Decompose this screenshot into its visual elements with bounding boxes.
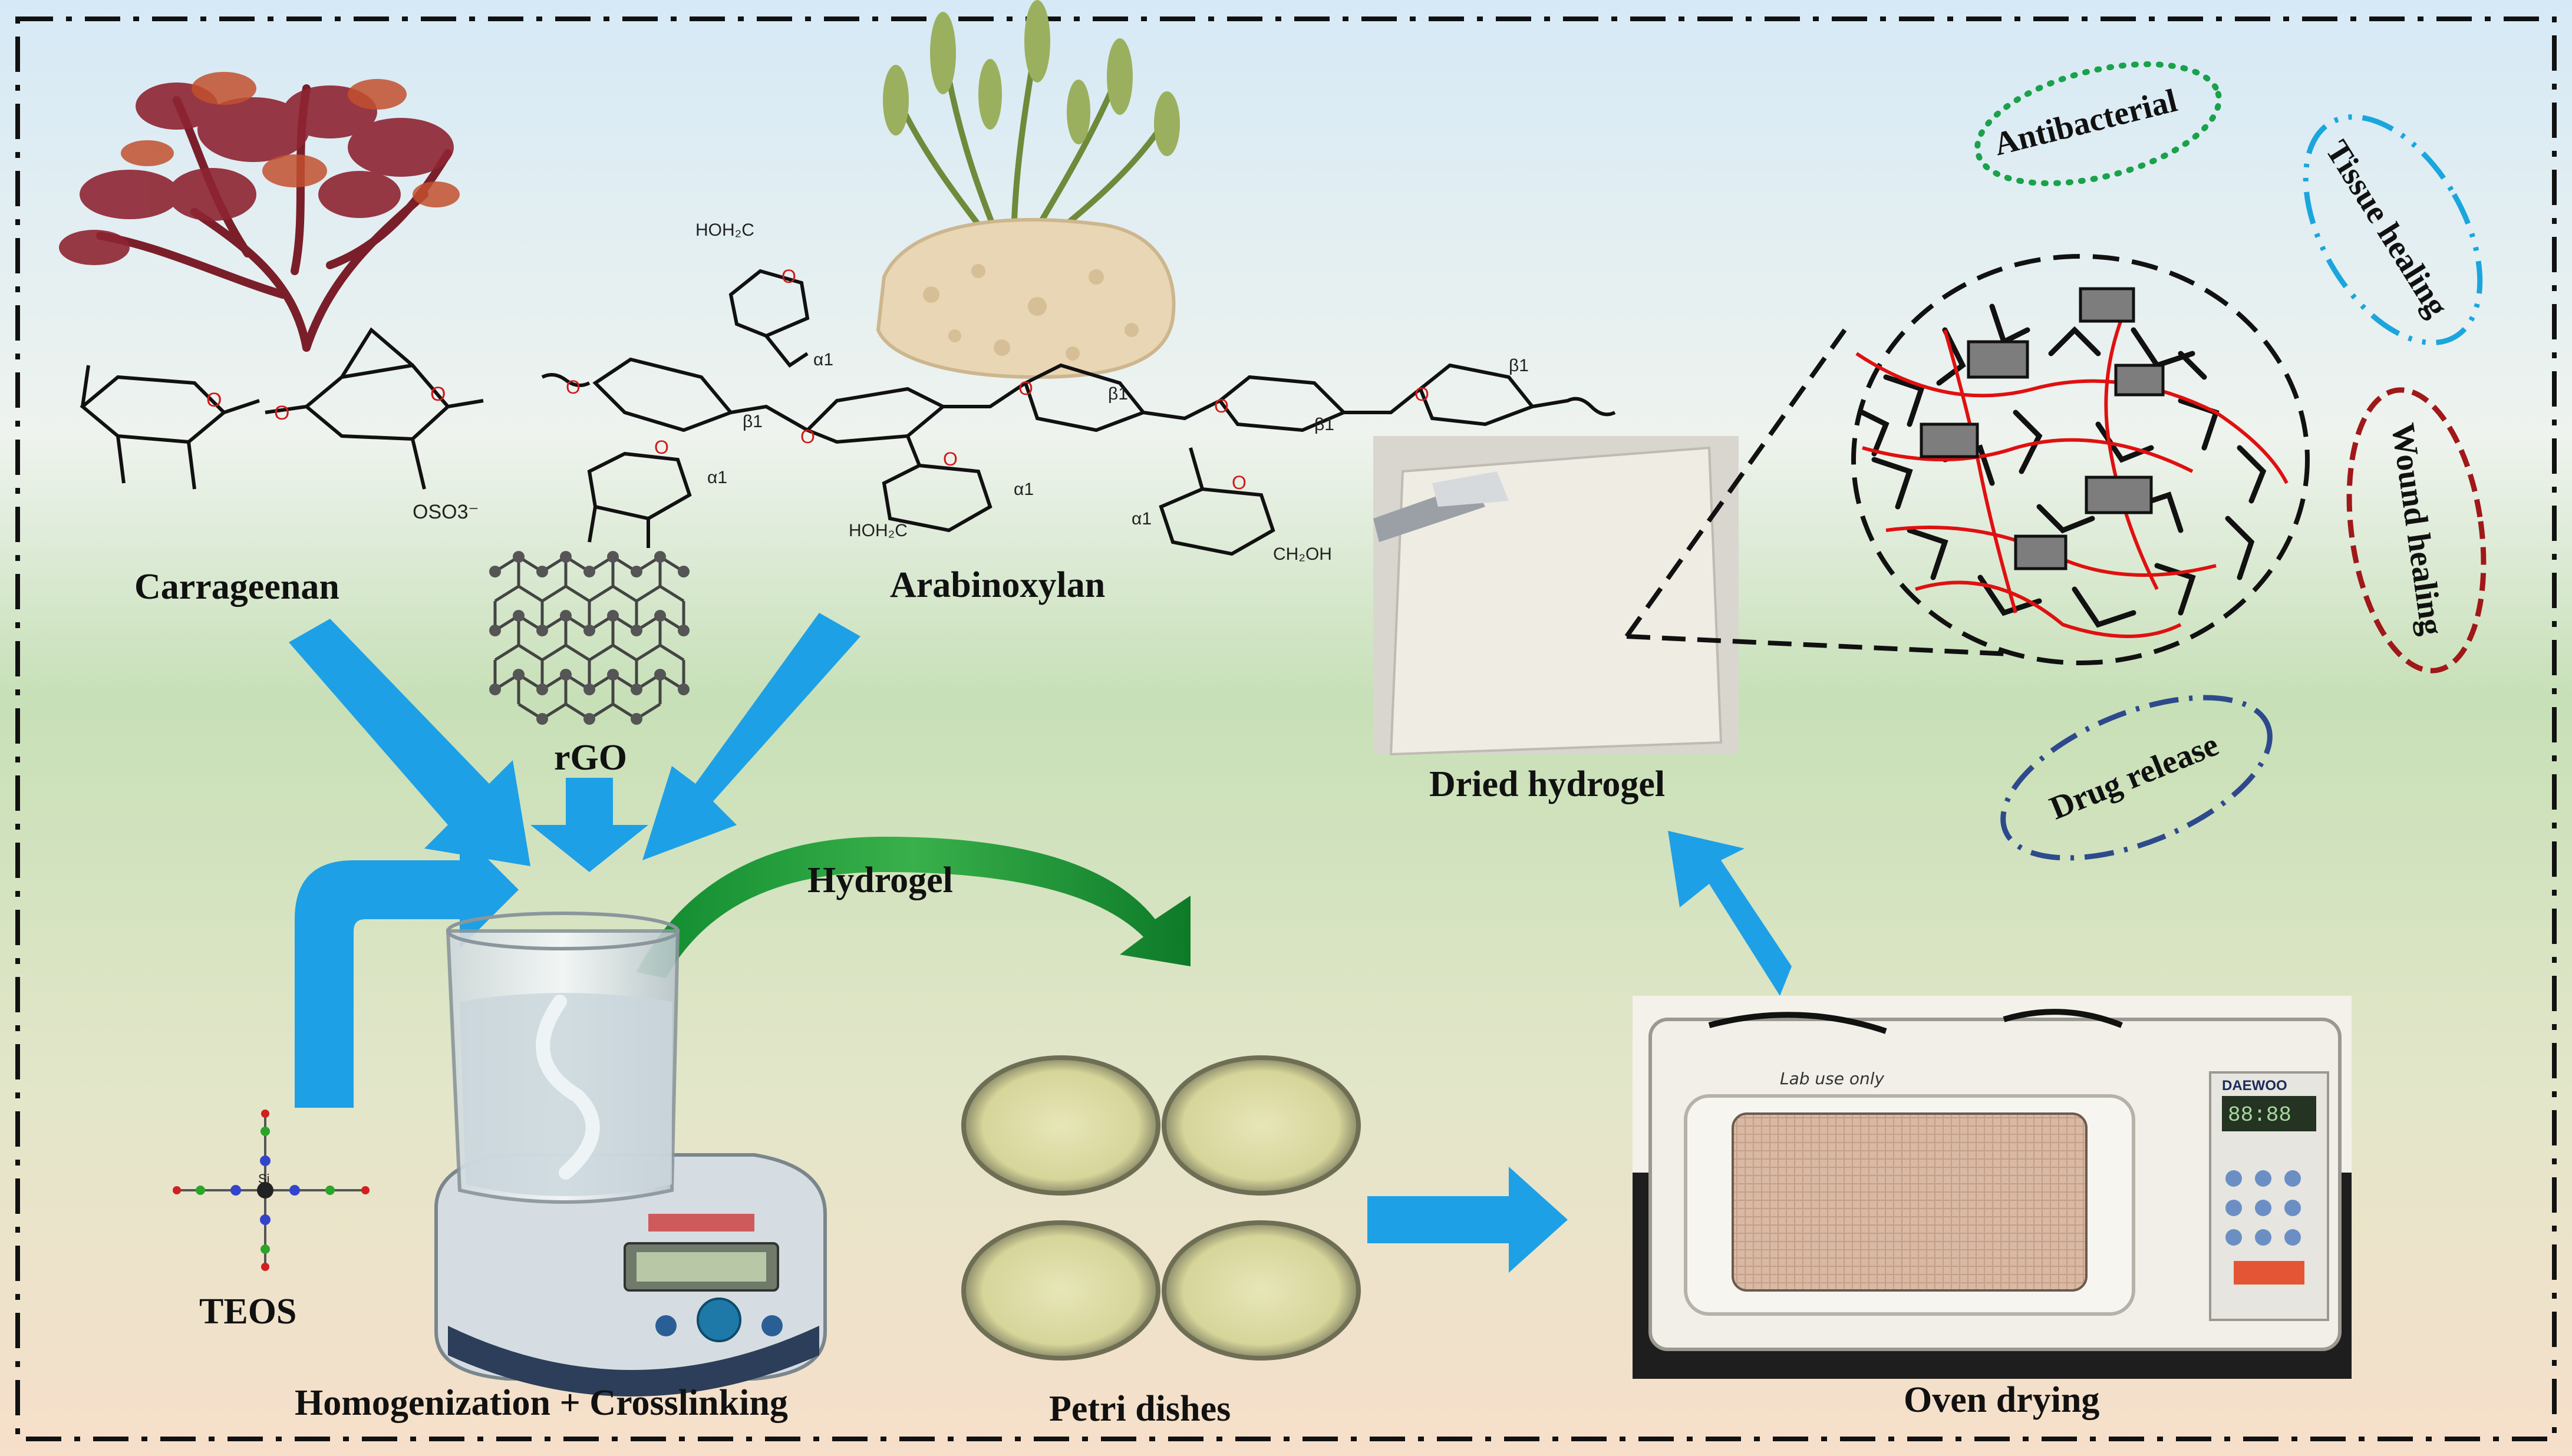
alpha1-label: α1: [1132, 509, 1152, 529]
oso3-label: OSO3⁻: [413, 501, 479, 523]
drug-release-ellipse: [2000, 695, 2273, 861]
svg-text:O: O: [654, 437, 669, 458]
alpha1-label: α1: [813, 350, 833, 369]
petri-dishes-label: Petri dishes: [1049, 1389, 1231, 1429]
arabinoxylan-oxygens: O O O O O O O O O: [566, 266, 1429, 493]
si-label: Si: [258, 1171, 270, 1186]
filler-particle: [2114, 364, 2165, 397]
arrow-teos-to-beaker: [295, 831, 519, 1108]
ch2oh-label: CH₂OH: [1273, 544, 1332, 564]
beta1-label: β1: [1509, 356, 1529, 375]
teos-label: TEOS: [199, 1292, 297, 1332]
beaker: [446, 912, 680, 1204]
hoh2c-label: HOH₂C: [849, 521, 908, 540]
arabinoxylan-structure: [541, 269, 1616, 556]
hydrogel-arrow-label: Hydrogel: [807, 860, 953, 900]
antibacterial-ellipse: [1974, 61, 2222, 187]
filler-particle: [1967, 340, 2029, 379]
svg-text:O: O: [1232, 472, 1247, 493]
arabinoxylan-plant-image: [876, 0, 1180, 379]
oven-brand-text: DAEWOO: [2222, 1078, 2287, 1094]
filler-particle: [2079, 287, 2135, 323]
oven-photo: DAEWOO 88:88 Lab use only: [1633, 996, 2352, 1379]
beta1-label: β1: [1108, 384, 1128, 404]
hydrogel-network: [1624, 254, 2310, 665]
svg-text:O: O: [566, 377, 581, 398]
filler-particle: [1920, 422, 1979, 458]
filler-particle: [2085, 476, 2153, 514]
arrow-arabinoxylan-to-beaker: [642, 613, 860, 860]
oven-handwriting: Lab use only: [1780, 1069, 1885, 1088]
arrow-hydrogel-to-petri: [637, 837, 1191, 978]
petri-dish: [1162, 1055, 1361, 1196]
oven-display-text: 88:88: [2228, 1103, 2291, 1127]
carrageenan-label: Carrageenan: [134, 567, 339, 607]
beta1-label: β1: [1314, 415, 1334, 434]
arabinoxylan-label: Arabinoxylan: [890, 565, 1106, 605]
svg-text:O: O: [800, 426, 815, 447]
alpha1-label: α1: [1014, 480, 1034, 499]
svg-text:O: O: [274, 402, 289, 424]
svg-text:O: O: [430, 383, 446, 405]
petri-dish: [1162, 1220, 1361, 1361]
svg-text:O: O: [943, 448, 958, 470]
hoh2c-label: HOH₂C: [695, 220, 754, 240]
arrow-oven-to-dried: [1668, 831, 1792, 996]
svg-text:O: O: [1214, 395, 1229, 417]
oven-drying-label: Oven drying: [1904, 1380, 2100, 1420]
arrow-petri-to-oven: [1367, 1167, 1568, 1273]
svg-text:O: O: [1414, 384, 1429, 405]
arrow-rgo-to-beaker: [530, 778, 648, 872]
svg-text:O: O: [782, 266, 796, 287]
carrageenan-oxygens: O O O: [206, 383, 446, 424]
seaweed-image: [59, 72, 460, 352]
petri-dishes: [961, 1055, 1361, 1361]
frame-border: [15, 16, 2557, 1441]
rgo-label: rGO: [554, 738, 627, 778]
arrow-carrageenan-to-beaker: [289, 619, 530, 866]
dried-hydrogel-photo: [1373, 436, 1739, 756]
dried-hydrogel-label: Dried hydrogel: [1429, 764, 1666, 804]
petri-dish: [961, 1055, 1160, 1196]
carrageenan-structure: [80, 327, 484, 490]
teos-molecule: Si: [173, 1110, 370, 1271]
arabinoxylan-bond-labels: β1 β1 β1 β1 α1 α1 α1 α1 HOH₂C HOH₂C CH₂O…: [695, 220, 1529, 564]
input-arrows: [289, 613, 1792, 1273]
beta1-label: β1: [743, 412, 763, 431]
wound-healing-ellipse: [2346, 387, 2487, 673]
petri-dish: [961, 1220, 1160, 1361]
rgo-atoms: [489, 551, 690, 725]
homogenization-label: Homogenization + Crosslinking: [295, 1383, 788, 1423]
filler-particle: [2014, 534, 2068, 570]
svg-text:O: O: [206, 389, 222, 411]
svg-text:O: O: [1018, 378, 1033, 399]
alpha1-label: α1: [707, 468, 727, 487]
